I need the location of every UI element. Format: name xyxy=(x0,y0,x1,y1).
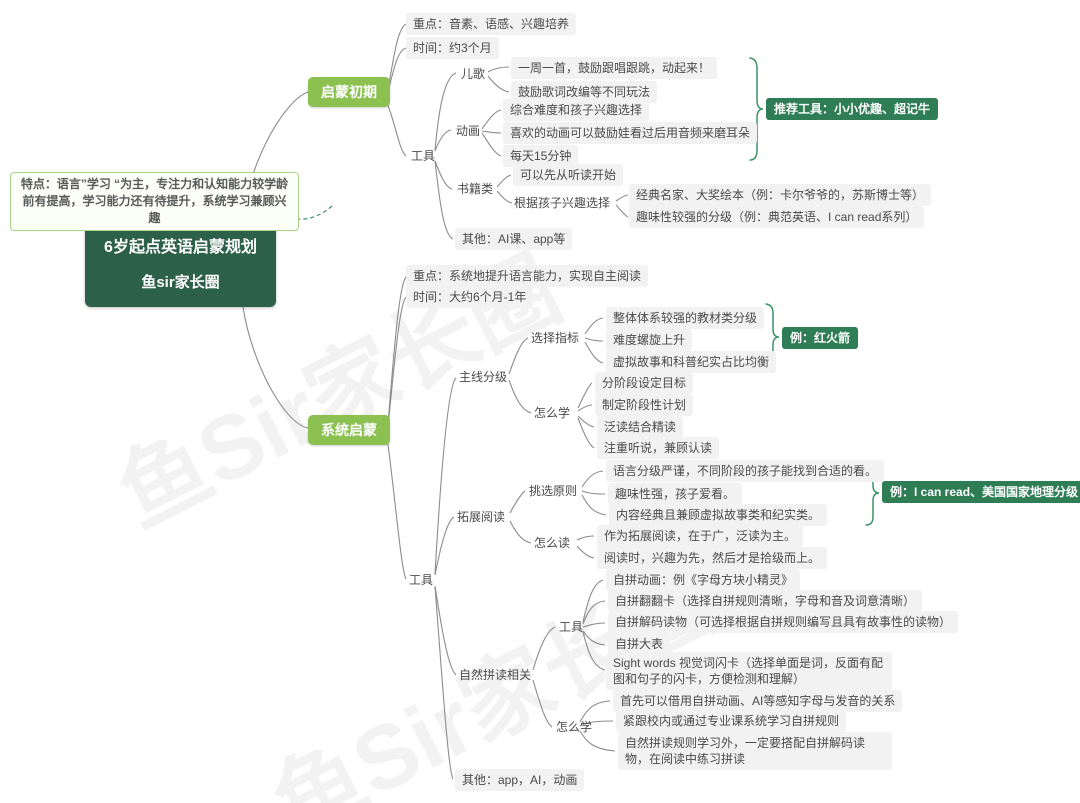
topic-node[interactable]: 首先可以借用自拼动画、AI等感知字母与发音的关系 xyxy=(613,690,903,712)
callout-extension-example[interactable]: 例：I can read、美国国家地理分级 xyxy=(882,481,1080,503)
topic-node[interactable]: 可以先从听读开始 xyxy=(513,164,624,186)
topic-node[interactable]: 根据孩子兴趣选择 xyxy=(514,196,611,210)
topic-node[interactable]: 时间：约3个月 xyxy=(406,37,499,59)
topic-node[interactable]: 分阶段设定目标 xyxy=(595,372,694,394)
callout-mainline-example[interactable]: 例：红火箭 xyxy=(782,327,859,349)
topic-node[interactable]: 内容经典且兼顾虚拟故事类和纪实类。 xyxy=(609,504,828,526)
topic-node[interactable]: 主线分级 xyxy=(459,370,508,384)
topic-node[interactable]: 怎么读 xyxy=(534,536,571,550)
topic-node[interactable]: 制定阶段性计划 xyxy=(595,394,694,416)
topic-node[interactable]: 鼓励歌词改编等不同玩法 xyxy=(511,81,658,103)
topic-node[interactable]: 挑选原则 xyxy=(529,484,578,498)
topic-node[interactable]: 书籍类 xyxy=(457,182,494,196)
topic-node[interactable]: 选择指标 xyxy=(531,331,580,345)
topic-node[interactable]: 自拼翻翻卡（选择自拼规则清晰，字母和音及词意清晰） xyxy=(608,590,923,612)
branch-node-early[interactable]: 启蒙初期 xyxy=(308,77,390,107)
topic-node[interactable]: 重点：音素、语感、兴趣培养 xyxy=(406,13,577,35)
root-subtitle: 鱼sir家长圈 xyxy=(141,273,220,291)
topic-node[interactable]: 作为拓展阅读，在于广，泛读为主。 xyxy=(597,525,804,547)
branch-node-systematic[interactable]: 系统启蒙 xyxy=(308,415,390,445)
topic-node[interactable]: 自拼解码读物（可选择根据自拼规则编写且具有故事性的读物） xyxy=(608,611,959,633)
topic-connectors xyxy=(242,23,629,780)
topic-node[interactable]: 怎么学 xyxy=(534,406,571,420)
topic-node[interactable]: 综合难度和孩子兴趣选择 xyxy=(503,99,650,121)
topic-node[interactable]: 工具 xyxy=(409,573,434,587)
topic-node[interactable]: 重点：系统地提升语言能力，实现自主阅读 xyxy=(406,265,649,287)
topic-node[interactable]: 语言分级严谨，不同阶段的孩子能找到合适的看。 xyxy=(606,460,885,482)
callout-braces xyxy=(749,57,880,526)
root-node[interactable]: 6岁起点英语启蒙规划 鱼sir家长圈 xyxy=(85,217,276,307)
topic-node[interactable]: 自拼大表 xyxy=(608,633,671,655)
topic-node[interactable]: 难度螺旋上升 xyxy=(606,329,693,351)
topic-node[interactable]: 工具 xyxy=(559,620,584,634)
topic-node[interactable]: 趣味性强，孩子爱看。 xyxy=(608,483,743,505)
topic-node[interactable]: 整体体系较强的教材类分级 xyxy=(606,307,765,329)
callout-recommended-tools[interactable]: 推荐工具：小小优趣、超记牛 xyxy=(766,98,939,120)
topic-node[interactable]: 自然拼读相关 xyxy=(459,668,532,682)
topic-node[interactable]: 虚拟故事和科普纪实占比均衡 xyxy=(606,351,777,373)
topic-node[interactable]: 每天15分钟 xyxy=(503,145,579,167)
topic-node[interactable]: 工具 xyxy=(411,149,436,163)
topic-node[interactable]: 儿歌 xyxy=(461,67,486,81)
topic-node[interactable]: 阅读时，兴趣为先，然后才是拾级而上。 xyxy=(597,547,828,569)
topic-node[interactable]: 其他：AI课、app等 xyxy=(455,228,573,250)
root-title: 6岁起点英语启蒙规划 xyxy=(104,238,257,256)
topic-node[interactable]: 自拼动画：例《字母方块小精灵》 xyxy=(606,569,801,591)
topic-node[interactable]: 其他：app，AI，动画 xyxy=(455,769,585,791)
note-box[interactable]: 特点：语言”学习 “为主，专注力和认知能力较学龄前有提高，学习能力还有待提升，系… xyxy=(10,172,299,231)
topic-node[interactable]: 自然拼读规则学习外，一定要搭配自拼解码读物，在阅读中练习拼读 xyxy=(618,732,892,770)
topic-node[interactable]: 泛读结合精读 xyxy=(597,416,684,438)
topic-node[interactable]: Sight words 视觉词闪卡（选择单面是词，反面有配图和句子的闪卡，方便检… xyxy=(606,652,892,690)
topic-node[interactable]: 拓展阅读 xyxy=(457,510,506,524)
topic-node[interactable]: 喜欢的动画可以鼓励娃看过后用音频来磨耳朵 xyxy=(503,122,758,144)
topic-node[interactable]: 一周一首，鼓励跟唱跟跳，动起来！ xyxy=(511,57,718,79)
topic-node[interactable]: 怎么学 xyxy=(556,720,593,734)
topic-node[interactable]: 经典名家、大奖绘本（例：卡尔爷爷的，苏斯博士等） xyxy=(629,184,932,206)
topic-node[interactable]: 时间：大约6个月-1年 xyxy=(406,286,534,308)
topic-node[interactable]: 趣味性较强的分级（例：典范英语、I can read系列） xyxy=(629,206,925,228)
topic-node[interactable]: 注重听说，兼顾认读 xyxy=(597,437,720,459)
topic-node[interactable]: 紧跟校内或通过专业课系统学习自拼规则 xyxy=(616,710,847,732)
topic-node[interactable]: 动画 xyxy=(456,124,481,138)
